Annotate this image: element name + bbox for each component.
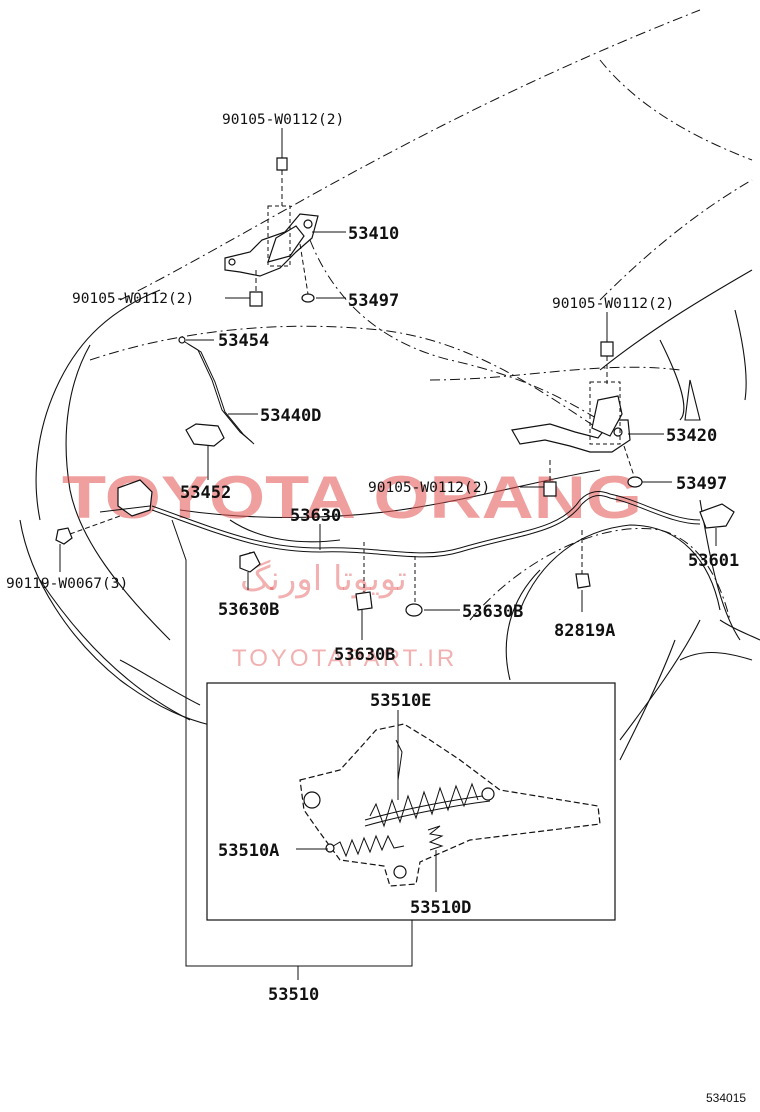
vehicle-body-solid bbox=[19, 269, 760, 761]
label-bolt-right-mid: 90105-W0112(2) bbox=[368, 480, 490, 496]
vehicle-body-outline bbox=[89, 9, 753, 621]
bolt-right-mid-part bbox=[543, 460, 557, 497]
label-hinge-left: 53410 bbox=[348, 224, 399, 244]
watermark: TOYOTA ORANG تویوتا اورنگ TOYOTAPART.IR bbox=[62, 464, 642, 672]
bolt-top-part bbox=[276, 157, 288, 206]
clamp-parts bbox=[239, 551, 423, 617]
diagram-code: 534015 bbox=[706, 1091, 746, 1105]
label-spring-d: 53510D bbox=[410, 898, 471, 918]
hood-lock-part bbox=[99, 479, 153, 517]
hinge-left-part bbox=[224, 205, 319, 277]
label-screw: 90119-W0067(3) bbox=[6, 576, 128, 592]
release-lever-part bbox=[699, 503, 735, 529]
label-clip-right: 53497 bbox=[676, 474, 727, 494]
label-bolt-top: 90105-W0112(2) bbox=[222, 112, 344, 128]
label-support-rod: 53440D bbox=[260, 406, 321, 426]
label-clip-left: 53497 bbox=[348, 291, 399, 311]
label-rod-end: 53454 bbox=[218, 331, 269, 351]
watermark-brand: TOYOTA ORANG bbox=[62, 464, 642, 531]
label-nut: 82819A bbox=[554, 621, 615, 641]
label-spring-a: 53510A bbox=[218, 841, 279, 861]
part-labels: 90105-W0112(2) 53410 90105-W0112(2) 5349… bbox=[6, 112, 746, 1105]
watermark-persian: تویوتا اورنگ bbox=[240, 559, 407, 599]
label-cable: 53630 bbox=[290, 506, 341, 526]
label-clamp-b: 53630B bbox=[462, 602, 523, 622]
label-bolt-left: 90105-W0112(2) bbox=[72, 291, 194, 307]
label-lever: 53601 bbox=[688, 551, 739, 571]
label-bolt-right-top: 90105-W0112(2) bbox=[552, 296, 674, 312]
clip-right-part bbox=[623, 445, 643, 488]
watermark-url: TOYOTAPART.IR bbox=[232, 645, 457, 672]
label-rod-holder: 53452 bbox=[180, 483, 231, 503]
bolt-left-part bbox=[249, 270, 263, 307]
nut-part bbox=[575, 530, 591, 589]
support-rod-part bbox=[178, 336, 255, 447]
label-hinge-right: 53420 bbox=[666, 426, 717, 446]
leader-lines bbox=[59, 128, 717, 892]
label-spring-e: 53510E bbox=[370, 691, 431, 711]
label-clamp-a: 53630B bbox=[218, 600, 279, 620]
lock-assy-bracket bbox=[171, 519, 413, 980]
lock-detail-box bbox=[206, 682, 616, 921]
label-lock-assy: 53510 bbox=[268, 985, 319, 1005]
label-clamp-c: 53630B bbox=[334, 645, 395, 665]
release-cable-part bbox=[151, 491, 701, 604]
screw-part bbox=[55, 515, 121, 545]
bolt-right-top-part bbox=[600, 341, 614, 384]
hinge-right-part bbox=[511, 381, 631, 453]
clip-left-part bbox=[299, 243, 315, 303]
